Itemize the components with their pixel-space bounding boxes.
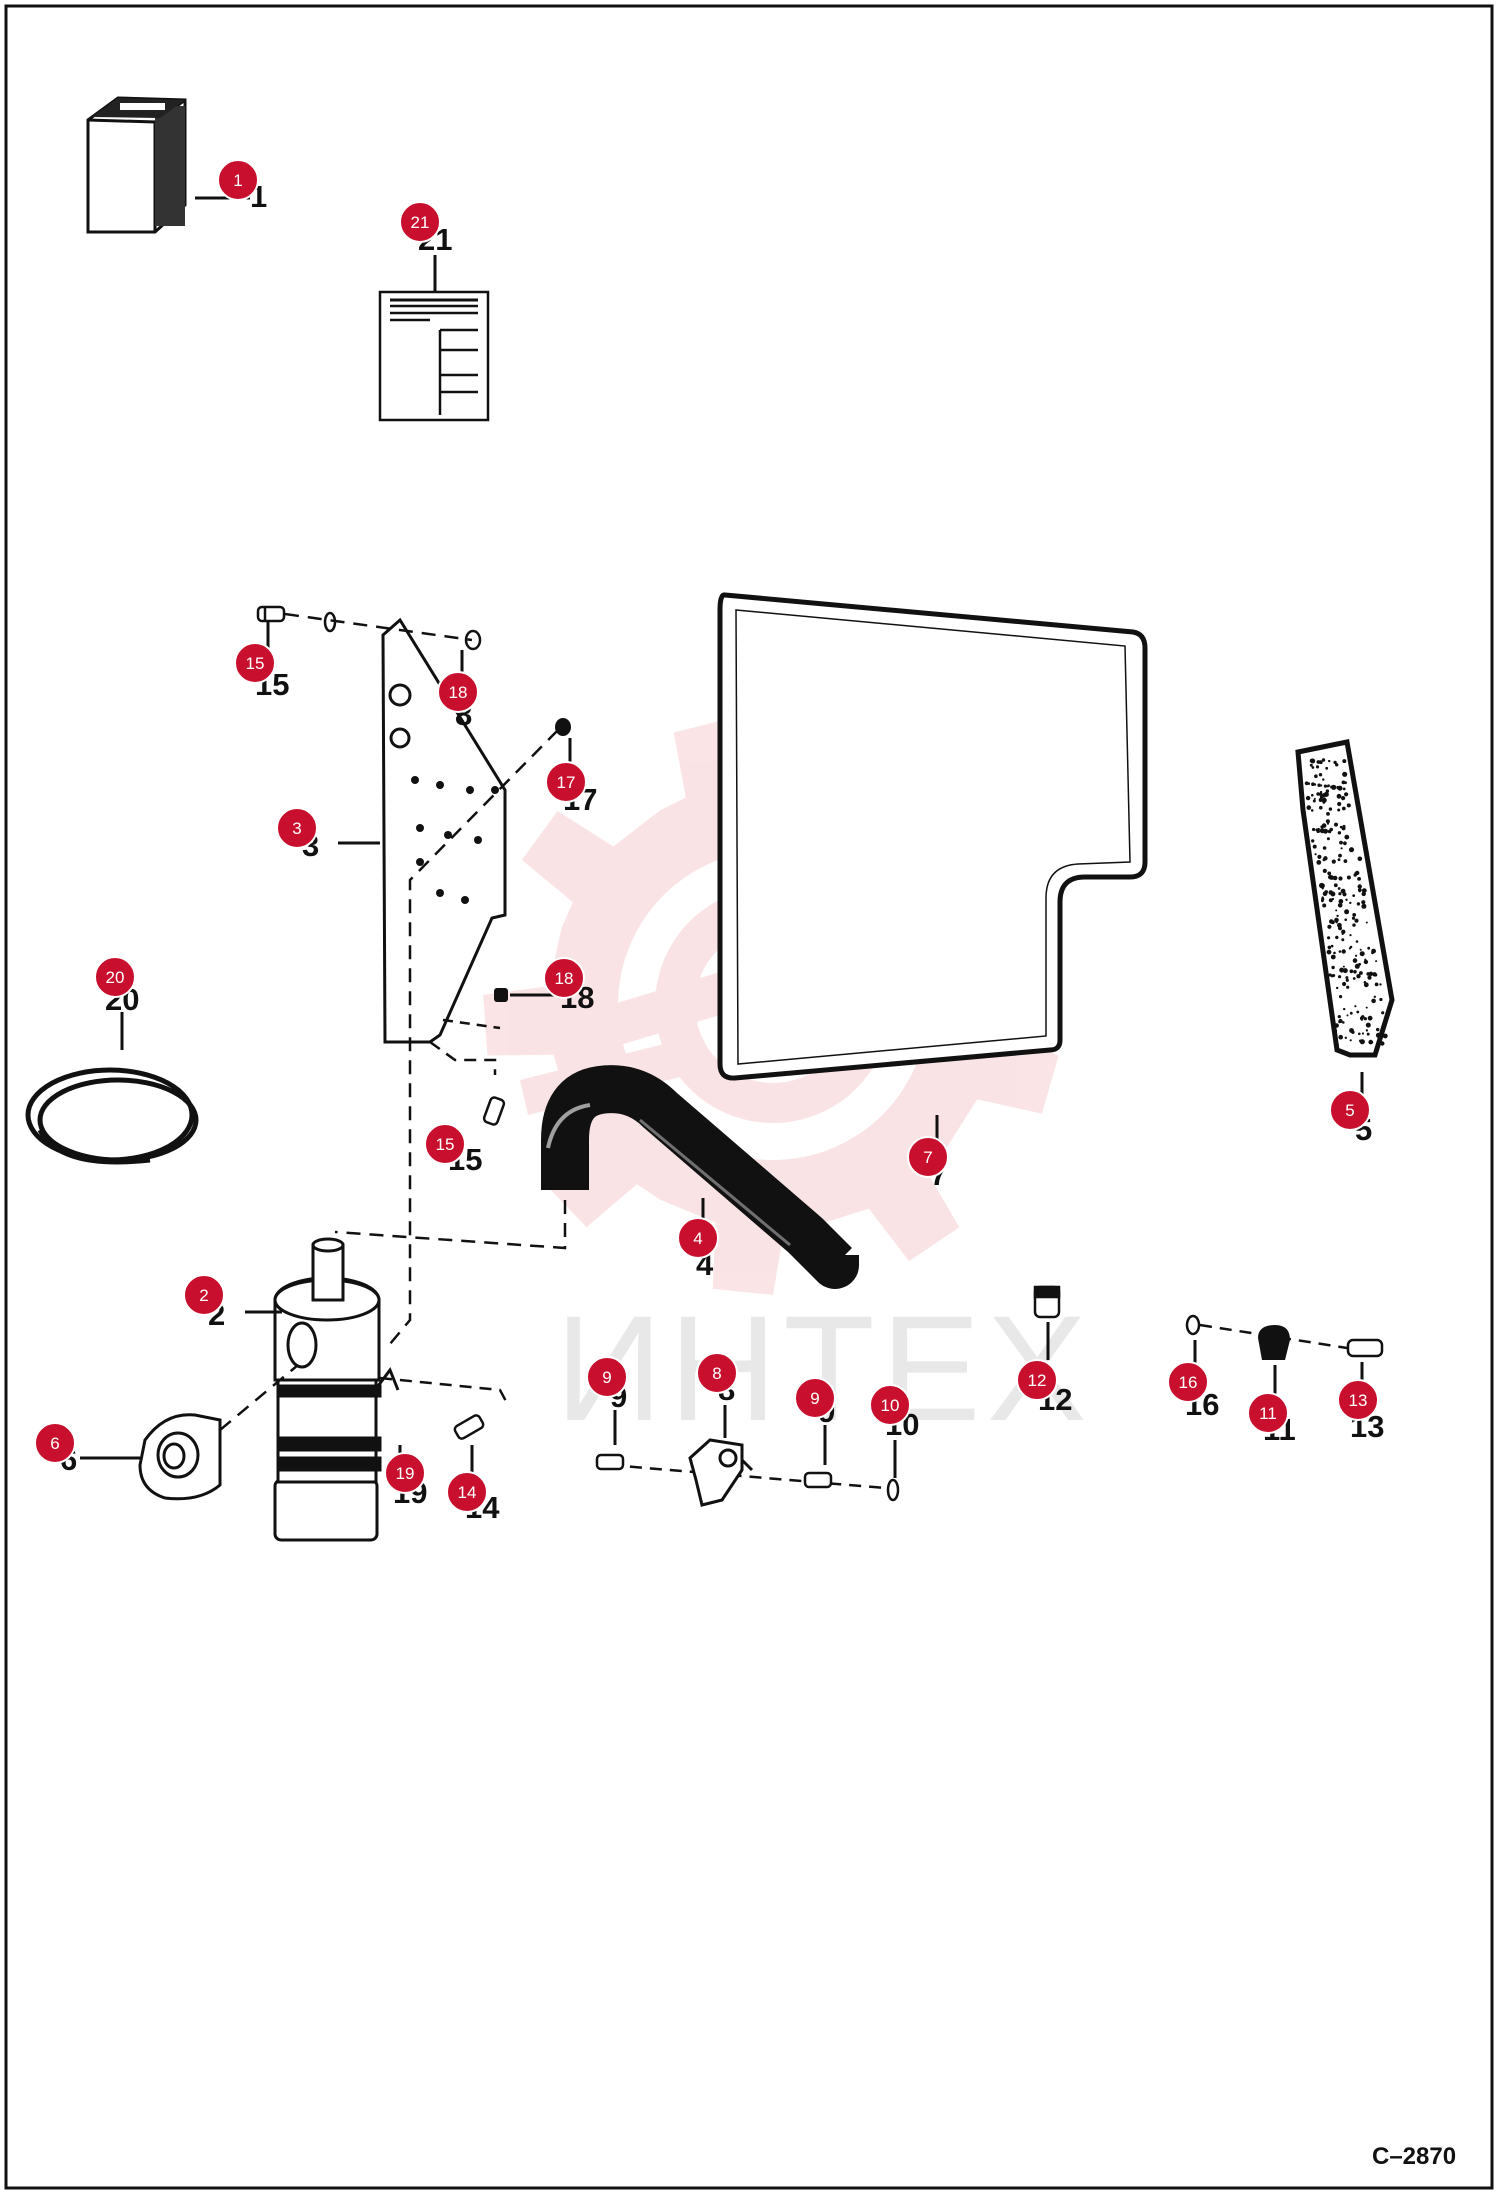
callout-badge-10: 10 <box>869 1384 911 1426</box>
part-9-fitting-left <box>595 1453 625 1471</box>
callout-badge-label: 9 <box>810 1389 819 1408</box>
callout-badge-label: 15 <box>246 654 265 673</box>
part-13-screw <box>1346 1338 1384 1358</box>
callout-badge-label: 17 <box>557 773 576 792</box>
part-14-bolt <box>453 1414 485 1440</box>
callout-badge-label: 13 <box>1349 1391 1368 1410</box>
callout-badge-label: 8 <box>712 1364 721 1383</box>
callout-badge-15b: 15 <box>424 1123 466 1165</box>
callout-badge-18a: 18 <box>437 671 479 713</box>
part-2-air-cleaner <box>273 1237 400 1542</box>
part-5-foam-strip <box>1295 739 1395 1058</box>
callout-badge-7: 7 <box>907 1136 949 1178</box>
part-21-manual <box>378 290 490 422</box>
part-15-bolt-low <box>482 1096 506 1126</box>
callout-badge-label: 4 <box>693 1229 702 1248</box>
callout-badge-1: 1 <box>217 159 259 201</box>
callout-badge-label: 21 <box>411 213 430 232</box>
callout-badge-16: 16 <box>1167 1361 1209 1403</box>
callout-badge-4: 4 <box>677 1217 719 1259</box>
callout-badge-9b: 9 <box>794 1377 836 1419</box>
callout-badge-label: 18 <box>449 683 468 702</box>
part-7-panel <box>717 592 1148 1081</box>
part-6-ring <box>138 1413 222 1501</box>
callout-badge-label: 18 <box>555 969 574 988</box>
callout-badge-label: 15 <box>436 1135 455 1154</box>
callout-badge-label: 20 <box>106 968 125 987</box>
callout-badge-20: 20 <box>94 956 136 998</box>
callout-badge-3: 3 <box>276 807 318 849</box>
callout-badge-label: 2 <box>199 1286 208 1305</box>
part-11-knob <box>1258 1325 1290 1360</box>
callout-badge-15a: 15 <box>234 642 276 684</box>
callout-badge-19: 19 <box>384 1452 426 1494</box>
callout-badge-13: 13 <box>1337 1379 1379 1421</box>
callout-badge-12: 12 <box>1016 1359 1058 1401</box>
callout-badge-label: 11 <box>1259 1404 1277 1423</box>
callout-badge-label: 9 <box>602 1368 611 1387</box>
callout-badge-2: 2 <box>183 1274 225 1316</box>
page-frame <box>4 4 1494 2190</box>
callout-badge-18b: 18 <box>543 957 585 999</box>
callout-badge-label: 7 <box>923 1148 932 1167</box>
callout-badge-6: 6 <box>34 1422 76 1464</box>
part-4-hose <box>541 1065 859 1289</box>
callout-badge-5: 5 <box>1329 1089 1371 1131</box>
callout-badge-21: 21 <box>399 201 441 243</box>
callout-badge-label: 5 <box>1345 1101 1354 1120</box>
part-8-connector <box>688 1438 754 1507</box>
part-9-fitting-right <box>803 1471 833 1489</box>
callout-badge-17: 17 <box>545 761 587 803</box>
callout-badge-label: 6 <box>50 1434 59 1453</box>
part-12-nut <box>1033 1285 1061 1319</box>
callout-badge-label: 12 <box>1028 1371 1047 1390</box>
callout-badge-8b: 8 <box>696 1352 738 1394</box>
callout-badge-label: 1 <box>233 171 242 190</box>
part-3-bracket <box>381 617 507 1044</box>
callout-badge-11: 11 <box>1247 1392 1289 1434</box>
part-1-box <box>86 96 187 234</box>
callout-badge-label: 19 <box>396 1464 415 1483</box>
watermark-text: ИНТЕХ <box>555 1284 1093 1452</box>
figure-code: C–2870 <box>1372 2143 1456 2170</box>
part-15-bolt-top <box>256 605 286 623</box>
part-20-cable <box>25 1067 199 1165</box>
callout-badge-14: 14 <box>446 1471 488 1513</box>
callout-badge-label: 16 <box>1179 1373 1198 1392</box>
callout-badge-9a: 9 <box>586 1356 628 1398</box>
callout-badge-label: 10 <box>881 1396 900 1415</box>
callout-badges: 123456789891011121314151516171818192021 <box>34 159 1379 1513</box>
callout-badge-label: 14 <box>458 1483 477 1502</box>
callout-badge-label: 3 <box>292 819 301 838</box>
